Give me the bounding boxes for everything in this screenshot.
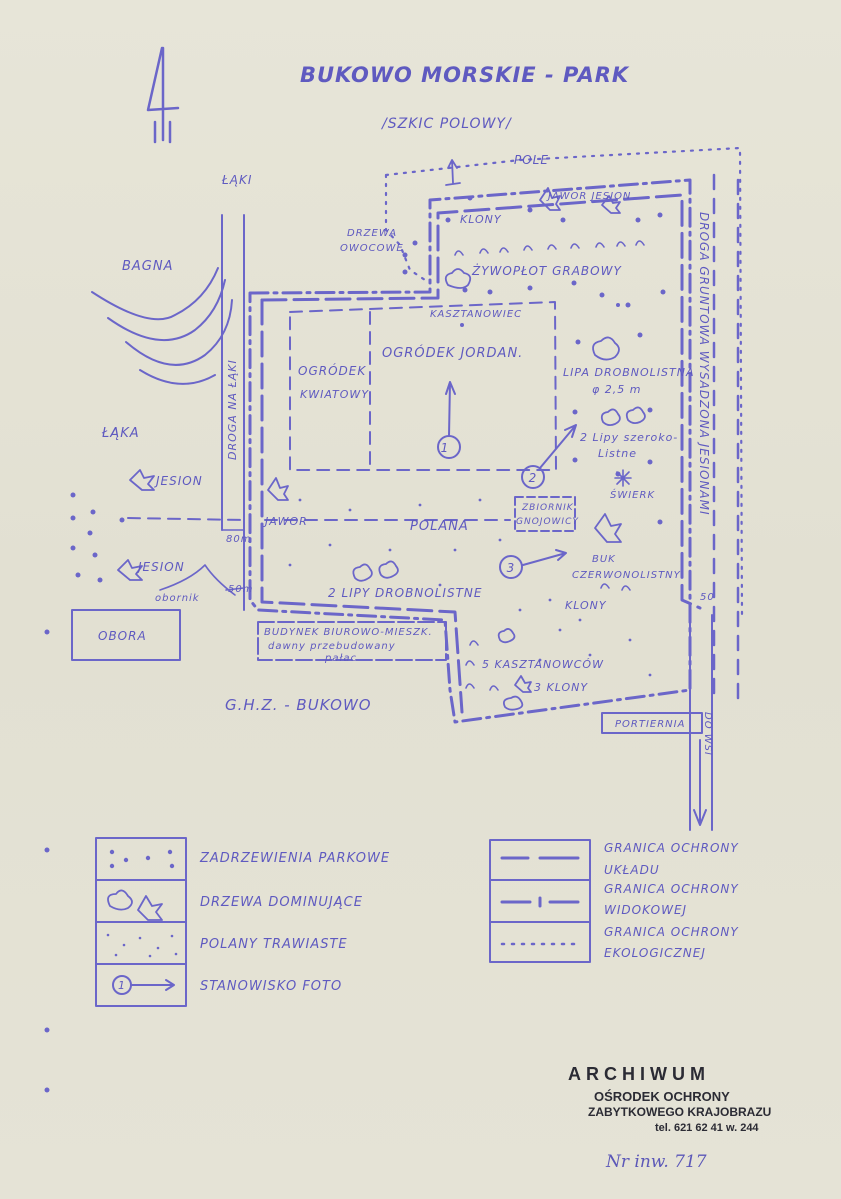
legend-symbol-photo: 1 (112, 975, 175, 995)
svg-text:3: 3 (507, 561, 516, 575)
svg-text:DROGA GRUNTOWA WYSADZONA JESIO: DROGA GRUNTOWA WYSADZONA JESIONAMI (697, 212, 711, 516)
svg-text:KWIATOWY: KWIATOWY (300, 388, 369, 401)
portiernia-box (601, 712, 703, 734)
legend-symbol-grass (106, 933, 178, 958)
map-subtitle: /SZKIC POLOWY/ (380, 116, 512, 132)
obora-box (71, 609, 181, 661)
stamp-krajobrazu: ZABYTKOWEGO KRAJOBRAZU (588, 1105, 772, 1119)
svg-text:POLANA: POLANA (410, 519, 469, 534)
spruce-icon (614, 469, 632, 487)
svg-text:ZBIORNIK: ZBIORNIK (521, 503, 574, 513)
svg-text:2 Lipy szeroko-: 2 Lipy szeroko- (580, 431, 678, 444)
svg-text:OGRÓDEK: OGRÓDEK (298, 363, 366, 378)
svg-text:POLANY TRAWIASTE: POLANY TRAWIASTE (200, 937, 348, 952)
photo-station-2 (521, 424, 577, 489)
svg-text:3 KLONY: 3 KLONY (534, 681, 588, 694)
map-labels: POLE ŁĄKI BAGNA ŁĄKA DROGA NA ŁĄKI DRZEW… (98, 153, 715, 756)
svg-text:STANOWISKO FOTO: STANOWISKO FOTO (200, 979, 342, 994)
inventory-number: Nr inw. 717 (606, 1152, 707, 1172)
svg-text:dawny przebudowany: dawny przebudowany (268, 641, 396, 652)
svg-text:ŁĄKI: ŁĄKI (221, 173, 252, 187)
svg-text:5 KASZTANOWCÓW: 5 KASZTANOWCÓW (482, 658, 604, 671)
svg-text:JAWOR: JAWOR (263, 515, 308, 528)
svg-text:50m: 50m (228, 584, 253, 595)
svg-text:OGRÓDEK JORDAN.: OGRÓDEK JORDAN. (382, 345, 523, 361)
svg-text:DRZEWA DOMINUJĄCE: DRZEWA DOMINUJĄCE (200, 895, 363, 910)
photo-station-1 (437, 381, 461, 459)
svg-text:2 LIPY DROBNOLISTNE: 2 LIPY DROBNOLISTNE (328, 586, 482, 600)
dominant-trees (117, 187, 646, 711)
field-arrow-icon (445, 159, 461, 186)
svg-text:GRANICA OCHRONY: GRANICA OCHRONY (604, 882, 739, 896)
stamp-osrodek: OŚRODEK OCHRONY (594, 1089, 730, 1104)
svg-text:DRZEWA: DRZEWA (347, 228, 397, 239)
svg-text:1: 1 (441, 441, 450, 455)
svg-text:2: 2 (529, 471, 538, 485)
legend-symbol-visual-boundary (500, 896, 580, 908)
legend: 1 ZADRZEWIENIA PARKOWE DRZEWA DOMINUJĄCE… (95, 837, 739, 1007)
svg-text:PORTIERNIA: PORTIERNIA (615, 719, 685, 730)
svg-text:BUK: BUK (592, 554, 616, 565)
svg-text:JESION: JESION (154, 474, 203, 488)
svg-text:WIDOKOWEJ: WIDOKOWEJ (604, 903, 687, 917)
svg-text:1: 1 (118, 979, 126, 992)
north-arrow-icon (146, 46, 180, 144)
ecological-boundary (384, 146, 744, 617)
svg-text:OWOCOWE: OWOCOWE (340, 243, 404, 254)
svg-text:G.H.Z. - BUKOWO: G.H.Z. - BUKOWO (225, 696, 372, 714)
svg-text:ŁĄKA: ŁĄKA (101, 426, 140, 441)
legend-symbol-dominant-trees (107, 889, 163, 921)
svg-text:JESION: JESION (136, 560, 185, 574)
svg-text:DROGA NA ŁĄKI: DROGA NA ŁĄKI (226, 359, 239, 460)
svg-text:BAGNA: BAGNA (122, 259, 174, 274)
visual-boundary (248, 178, 692, 724)
svg-text:ŻYWOPŁOT GRABOWY: ŻYWOPŁOT GRABOWY (471, 263, 622, 278)
svg-text:GRANICA OCHRONY: GRANICA OCHRONY (604, 841, 739, 855)
svg-text:BUDYNEK BIUROWO-MIESZK.: BUDYNEK BIUROWO-MIESZK. (264, 627, 433, 638)
zbiornik-box (514, 496, 576, 532)
road-to-meadows (221, 214, 245, 611)
grass-clearing-dots (288, 498, 652, 677)
svg-text:KLONY: KLONY (460, 213, 502, 226)
stamp-archiwum: ARCHIWUM (568, 1064, 710, 1084)
svg-text:UKŁADU: UKŁADU (604, 863, 660, 877)
hedge-trees (454, 240, 645, 691)
svg-text:ZADRZEWIENIA PARKOWE: ZADRZEWIENIA PARKOWE (199, 851, 390, 866)
svg-text:DO WSI: DO WSI (702, 712, 713, 756)
svg-text:φ 2,5 m: φ 2,5 m (592, 383, 641, 396)
svg-text:pałac: pałac (324, 653, 357, 664)
swamp-lines (91, 267, 233, 385)
svg-text:JAWOR JESION: JAWOR JESION (546, 191, 631, 202)
park-tree-dots (44, 195, 666, 1093)
photo-station-3 (499, 549, 567, 579)
svg-text:Listne: Listne (598, 447, 637, 460)
map-title: BUKOWO MORSKIE - PARK (300, 63, 630, 87)
layout-boundary (260, 193, 702, 610)
svg-text:obornik: obornik (155, 593, 200, 604)
road-to-village (689, 614, 713, 831)
svg-text:LIPA DROBNOLISTNA: LIPA DROBNOLISTNA (563, 366, 695, 379)
svg-text:KASZTANOWIEC: KASZTANOWIEC (430, 309, 522, 320)
svg-text:EKOLOGICZNEJ: EKOLOGICZNEJ (604, 946, 706, 960)
stamp-phone: tel. 621 62 41 w. 244 (655, 1122, 759, 1134)
svg-text:GRANICA OCHRONY: GRANICA OCHRONY (604, 925, 739, 939)
ogrodek-boundary (289, 301, 557, 471)
budynek-box (257, 621, 447, 661)
svg-text:50: 50 (700, 592, 715, 603)
svg-text:POLE: POLE (514, 153, 549, 167)
svg-text:ŚWIERK: ŚWIERK (610, 488, 655, 501)
legend-symbol-park-trees (109, 849, 175, 869)
svg-text:CZERWONOLISTNY: CZERWONOLISTNY (572, 570, 681, 581)
svg-text:GNOJOWICY: GNOJOWICY (516, 517, 579, 527)
svg-text:80m: 80m (226, 534, 251, 545)
svg-text:OBORA: OBORA (98, 629, 147, 643)
svg-text:KLONY: KLONY (565, 599, 607, 612)
